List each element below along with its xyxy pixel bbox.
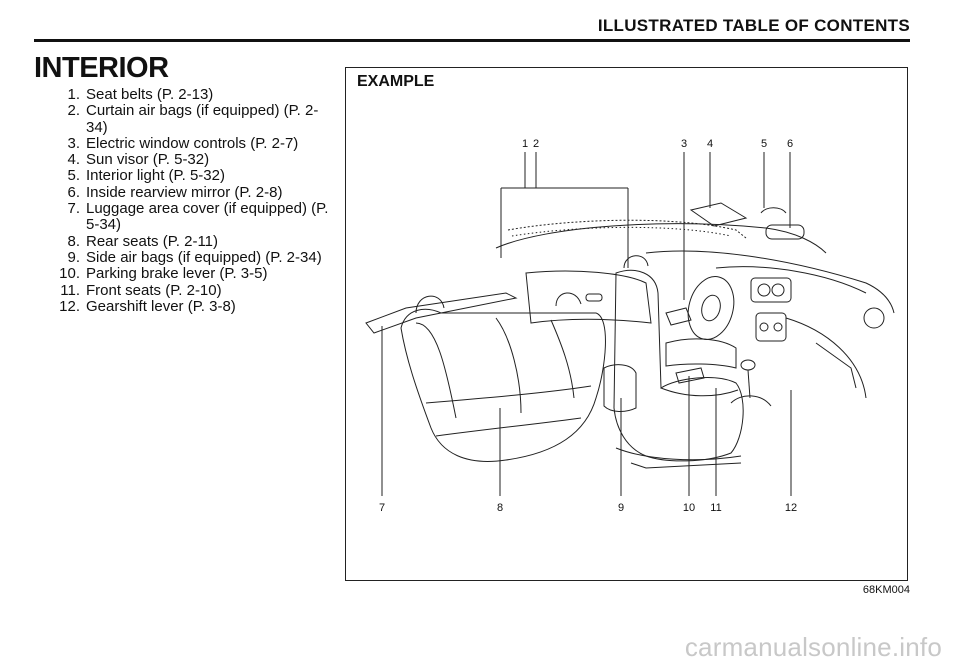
callout-number: 10: [682, 502, 696, 514]
toc-item: 10.Parking brake lever (P. 3-5): [59, 265, 268, 283]
callout-number: 9: [617, 502, 625, 514]
page-header-title: ILLUSTRATED TABLE OF CONTENTS: [597, 16, 910, 35]
toc-item: 4.Sun visor (P. 5-32): [67, 151, 210, 169]
callout-number: 7: [378, 502, 386, 514]
callout-number: 4: [706, 138, 714, 150]
section-title: INTERIOR: [34, 52, 169, 84]
callout-number: 1: [521, 138, 529, 150]
car-interior-illustration: [365, 152, 895, 496]
toc-item: 6.Inside rearview mirror (P. 2-8): [67, 183, 283, 201]
toc-item: 7.Luggage area cover (if equipped) (P. 5…: [67, 200, 329, 234]
figure-code: 68KM004: [862, 584, 910, 596]
callout-number: 12: [784, 502, 798, 514]
toc-item: 2.Curtain air bags (if equipped) (P. 2-3…: [67, 102, 319, 136]
header-rule: [34, 39, 910, 42]
toc-item: 3.Electric window controls (P. 2-7): [67, 134, 299, 152]
callout-number: 11: [710, 502, 722, 514]
callout-number: 8: [496, 502, 504, 514]
toc-item: 9.Side air bags (if equipped) (P. 2-34): [67, 248, 322, 266]
toc-item: 1.Seat belts (P. 2-13): [67, 86, 214, 103]
toc-item: 8.Rear seats (P. 2-11): [67, 232, 219, 250]
toc-item: 12.Gearshift lever (P. 3-8): [59, 297, 236, 315]
toc-item: 5.Interior light (P. 5-32): [67, 167, 225, 185]
toc-list: 1.Seat belts (P. 2-13) 2.Curtain air bag…: [56, 86, 336, 315]
callout-number: 6: [786, 138, 794, 150]
example-figure-box: EXAMPLE: [345, 67, 908, 581]
example-label: EXAMPLE: [357, 73, 435, 90]
callout-number: 5: [760, 138, 768, 150]
watermark: carmanualsonline.info: [684, 632, 942, 662]
callout-number: 3: [680, 138, 688, 150]
callout-number: 2: [532, 138, 540, 150]
toc-item: 11.Front seats (P. 2-10): [60, 281, 222, 299]
